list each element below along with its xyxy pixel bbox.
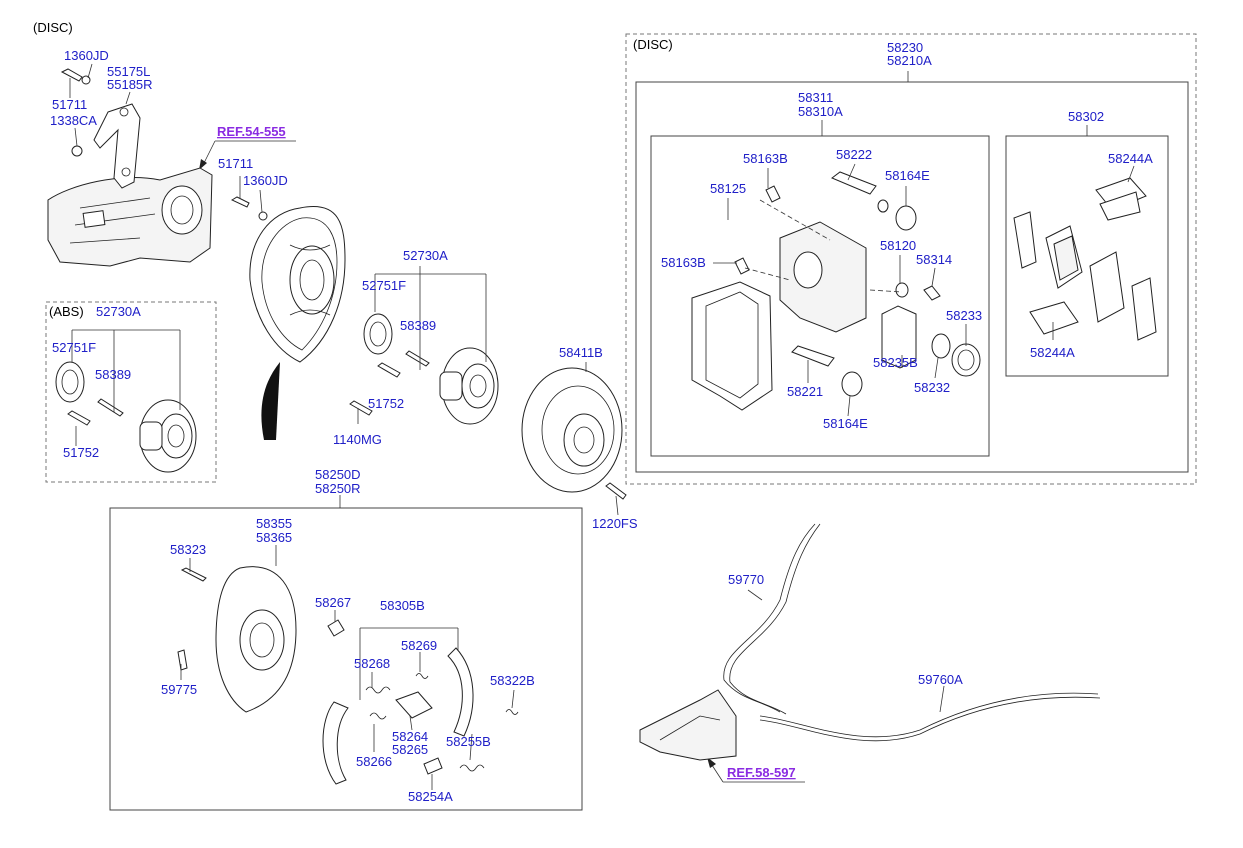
part-58305b[interactable]: 58305B [380,598,425,613]
abs-hub-box [45,301,217,483]
part-58269[interactable]: 58269 [401,638,437,653]
ref-knuckle-link[interactable]: REF.54-555 [217,124,286,139]
part-51711-mid[interactable]: 51711 [218,156,253,171]
part-55175l[interactable]: 55175L [107,64,150,79]
part-58311[interactable]: 58311 [798,90,833,105]
disc-caliper-group-box [625,33,1197,485]
backing-plate-drawing [249,206,346,440]
part-52730a[interactable]: 52730A [403,248,448,263]
ref-parking-lever-link[interactable]: REF.58-597 [727,765,796,780]
part-58164e-top[interactable]: 58164E [885,168,930,183]
part-58250d[interactable]: 58250D [315,467,361,482]
part-58244a-top[interactable]: 58244A [1108,151,1153,166]
part-59775[interactable]: 59775 [161,682,197,697]
part-59770[interactable]: 59770 [728,572,764,587]
drum-brake-drawing [177,566,519,785]
part-58221[interactable]: 58221 [787,384,823,399]
part-51752-abs[interactable]: 51752 [63,445,99,460]
part-58267[interactable]: 58267 [315,595,351,610]
abs-box-label: (ABS) [49,304,84,319]
part-58233[interactable]: 58233 [946,308,982,323]
part-52751f[interactable]: 52751F [362,278,406,293]
part-58163b-top[interactable]: 58163B [743,151,788,166]
part-58210a[interactable]: 58210A [887,53,932,68]
hub-bearing-drawing [349,313,499,425]
ref-lever-arrow [707,757,716,768]
part-1140mg[interactable]: 1140MG [333,432,382,447]
part-58164e-bottom[interactable]: 58164E [823,416,868,431]
part-58268[interactable]: 58268 [354,656,390,671]
part-58389[interactable]: 58389 [400,318,436,333]
part-58302[interactable]: 58302 [1068,109,1104,124]
part-52751f-abs[interactable]: 52751F [52,340,96,355]
part-58222[interactable]: 58222 [836,147,872,162]
part-58323[interactable]: 58323 [170,542,206,557]
part-51752[interactable]: 51752 [368,396,404,411]
part-1360jd-mid[interactable]: 1360JD [243,173,288,188]
part-58250r[interactable]: 58250R [315,481,361,496]
part-58232[interactable]: 58232 [914,380,950,395]
leader-lines [69,63,1135,790]
ref-knuckle-arrow [199,159,207,170]
part-58265[interactable]: 58265 [392,742,428,757]
part-58125[interactable]: 58125 [710,181,746,196]
part-52730a-abs[interactable]: 52730A [96,304,141,319]
brake-rotor-drawing [521,367,627,500]
part-58230[interactable]: 58230 [887,40,923,55]
part-55185r[interactable]: 55185R [107,77,153,92]
part-58411b[interactable]: 58411B [559,345,603,360]
part-58322b[interactable]: 58322B [490,673,535,688]
part-58235b[interactable]: 58235B [873,355,918,370]
disc-box-label: (DISC) [633,37,673,52]
part-58254a[interactable]: 58254A [408,789,453,804]
part-58365[interactable]: 58365 [256,530,292,545]
disc-section-label: (DISC) [33,20,73,35]
caliper-drawing [691,171,981,411]
knuckle-drawing [47,103,213,267]
part-59760a[interactable]: 59760A [918,672,963,687]
caliper-assembly-box [635,81,1189,473]
parking-cables-drawing [639,523,1101,761]
part-58389-abs[interactable]: 58389 [95,367,131,382]
part-58120[interactable]: 58120 [880,238,916,253]
part-51711-top[interactable]: 51711 [52,97,87,112]
part-1220fs[interactable]: 1220FS [592,516,638,531]
part-58266[interactable]: 58266 [356,754,392,769]
part-58244a-bottom[interactable]: 58244A [1030,345,1075,360]
caliper-body-box [650,135,990,457]
part-58163b-mid[interactable]: 58163B [661,255,706,270]
part-58355[interactable]: 58355 [256,516,292,531]
drum-brake-shoe-box [109,507,583,811]
part-58310a[interactable]: 58310A [798,104,843,119]
pad-kit-drawing [1013,177,1157,341]
part-58314[interactable]: 58314 [916,252,952,267]
part-1338ca[interactable]: 1338CA [50,113,97,128]
part-58264[interactable]: 58264 [392,729,428,744]
abs-hub-drawing [55,361,197,473]
part-58255b[interactable]: 58255B [446,734,491,749]
part-1360jd-top[interactable]: 1360JD [64,48,109,63]
